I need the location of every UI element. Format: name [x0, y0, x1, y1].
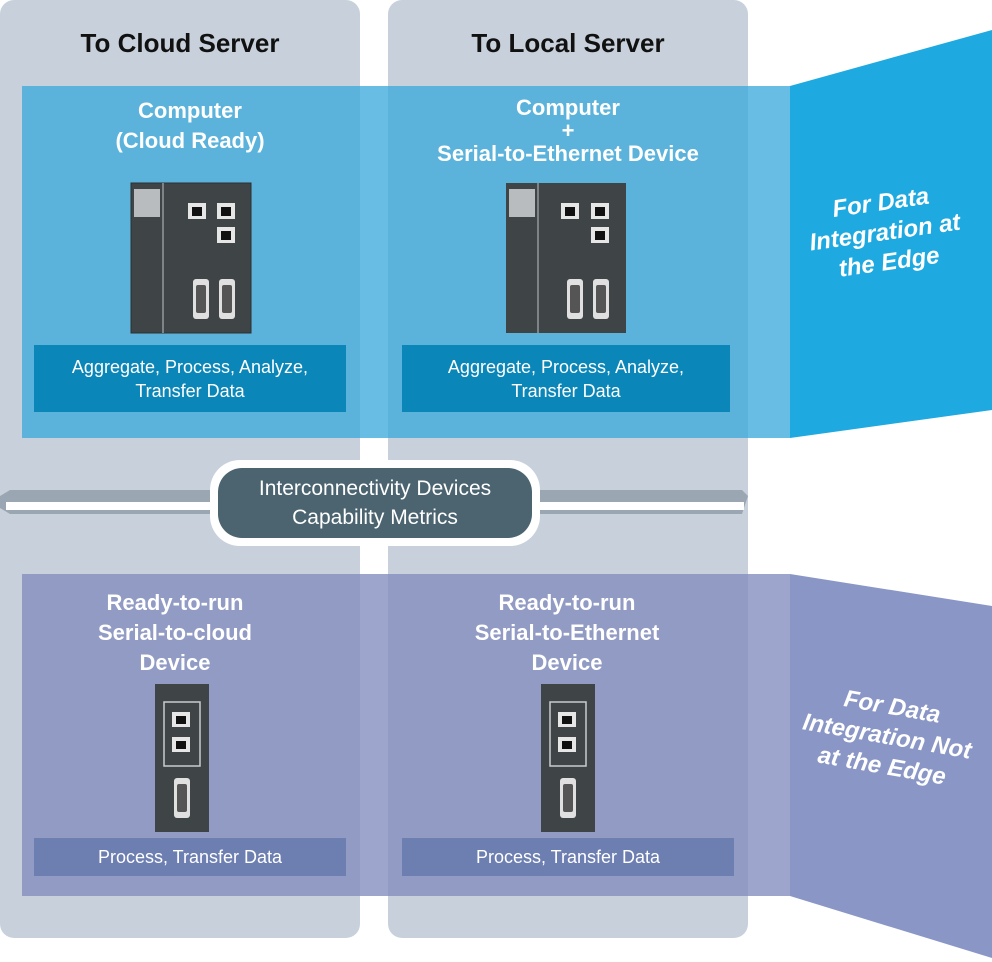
title-line: Device: [531, 650, 603, 675]
column-title-cloud: To Cloud Server: [80, 28, 280, 58]
title-line: Computer: [516, 95, 620, 120]
column-title-local: To Local Server: [471, 28, 665, 58]
capability-line: Aggregate, Process, Analyze,: [447, 356, 685, 377]
edge-local-title: Computer + Serial-to-Ethernet Device: [388, 96, 748, 165]
title-line: Ready-to-run: [498, 590, 636, 615]
edge-cloud-title: Computer (Cloud Ready): [22, 96, 358, 156]
title-line: Computer: [138, 98, 242, 123]
embedded-computer-icon: [506, 183, 626, 333]
capability-line: Transfer Data: [135, 380, 245, 401]
embedded-computer-icon: [130, 182, 252, 334]
center-line: Capability Metrics: [292, 506, 458, 529]
title-line: Device: [139, 650, 211, 675]
edge-cloud-capability: Aggregate, Process, Analyze, Transfer Da…: [34, 345, 346, 412]
serial-device-icon: [155, 684, 209, 832]
title-line: +: [561, 118, 575, 143]
center-line: Interconnectivity Devices: [258, 477, 492, 500]
title-line: Serial-to-cloud: [97, 620, 252, 645]
not-edge-cloud-title: Ready-to-run Serial-to-cloud Device: [0, 588, 350, 678]
serial-device-icon: [541, 684, 595, 832]
title-line: (Cloud Ready): [115, 128, 265, 153]
title-line: Serial-to-Ethernet: [474, 620, 660, 645]
edge-local-capability: Aggregate, Process, Analyze, Transfer Da…: [402, 345, 730, 412]
not-edge-local-capability: Process, Transfer Data: [402, 838, 734, 876]
not-edge-local-title: Ready-to-run Serial-to-Ethernet Device: [388, 588, 746, 678]
capability-line: Aggregate, Process, Analyze,: [71, 356, 309, 377]
center-metrics-pill: Interconnectivity Devices Capability Met…: [210, 460, 540, 546]
title-line: Ready-to-run: [106, 590, 244, 615]
not-edge-cloud-capability: Process, Transfer Data: [34, 838, 346, 876]
title-line: Serial-to-Ethernet Device: [437, 141, 699, 166]
center-metrics-label: Interconnectivity Devices Capability Met…: [218, 468, 532, 538]
capability-line: Transfer Data: [511, 380, 621, 401]
